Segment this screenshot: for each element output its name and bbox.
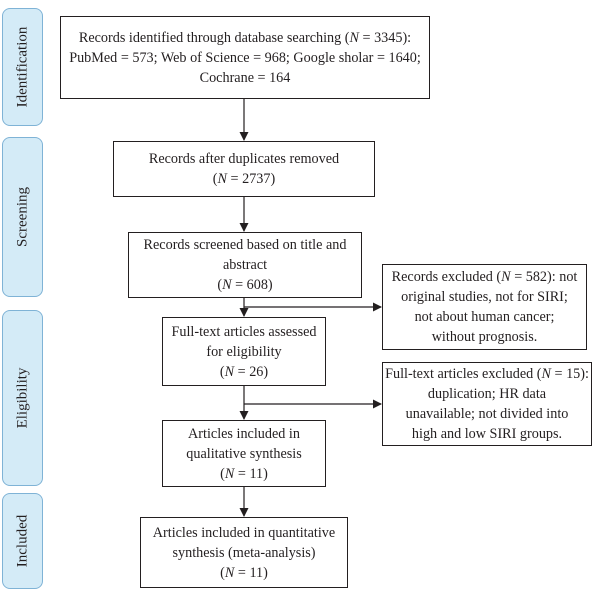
fulltext-assessed-n-open: ( [219, 363, 225, 380]
records-identified-n-symbol: N [349, 29, 359, 46]
records-identified-line3: Cochrane = 164 [199, 69, 291, 86]
phase-eligibility: Eligibility [2, 310, 43, 486]
records-identified-line1-head: Records identified through database sear… [78, 29, 350, 46]
records-excluded-box: Records excluded (N = 582): not original… [382, 264, 587, 350]
fulltext-assessed-n-symbol: N [224, 363, 235, 380]
duplicates-removed-n-symbol: N [217, 171, 227, 187]
records-excluded-line4: without prognosis. [431, 329, 538, 345]
fulltext-excluded-line4: high and low SIRI groups. [411, 426, 563, 442]
fulltext-assessed-line2: for eligibility [206, 343, 282, 360]
phase-included: Included [2, 493, 43, 589]
records-screened-n-value: = 608) [231, 277, 273, 293]
phase-screening: Screening [2, 137, 43, 297]
duplicates-removed-box: Records after duplicates removed (N = 27… [113, 141, 375, 197]
quantitative-n-value: = 11) [234, 564, 268, 581]
records-excluded-line3: not about human cancer; [414, 309, 555, 325]
records-screened-line2: abstract [222, 257, 268, 273]
records-excluded-count: = 582): not [510, 269, 578, 285]
quantitative-line2: synthesis (meta-analysis) [172, 544, 316, 561]
records-excluded-line1: Records excluded (N = 582): not [392, 267, 578, 287]
duplicates-removed-n-value: = 2737) [227, 171, 276, 187]
records-screened-count: (N = 608) [217, 275, 272, 295]
records-identified-line1: Records identified through database sear… [79, 28, 411, 48]
records-screened-n-symbol: N [222, 277, 232, 293]
fulltext-assessed-n-value: = 26) [234, 363, 269, 380]
records-identified-box: Records identified through database sear… [60, 16, 430, 99]
records-excluded-head: Records excluded ( [391, 269, 502, 285]
records-identified-count: = 3345): [358, 29, 412, 46]
records-screened-box: Records screened based on title and abst… [128, 232, 362, 298]
fulltext-excluded-line2: duplication; HR data [427, 386, 547, 402]
records-screened-n-open: ( [217, 277, 223, 293]
fulltext-excluded-head: Full-text articles excluded ( [385, 366, 542, 382]
records-excluded-line2: original studies, not for SIRI; [401, 289, 568, 305]
qualitative-line1: Articles included in [188, 425, 300, 442]
duplicates-removed-count: (N = 2737) [213, 169, 275, 189]
phase-identification: Identification [2, 8, 43, 126]
records-excluded-n-symbol: N [501, 269, 511, 285]
duplicates-removed-n-open: ( [212, 171, 218, 187]
records-screened-line1: Records screened based on title and [143, 237, 347, 253]
fulltext-excluded-line1: Full-text articles excluded (N = 15): [385, 364, 589, 384]
fulltext-assessed-box: Full-text articles assessed for eligibil… [162, 317, 326, 386]
fulltext-excluded-n-symbol: N [541, 366, 551, 382]
quantitative-n-symbol: N [224, 564, 235, 581]
fulltext-excluded-box: Full-text articles excluded (N = 15): du… [382, 362, 592, 446]
duplicates-removed-label: Records after duplicates removed [148, 151, 340, 167]
records-identified-line2: PubMed = 573; Web of Science = 968; Goog… [69, 49, 421, 66]
qualitative-line2: qualitative synthesis [186, 445, 302, 462]
quantitative-line1: Articles included in quantitative [152, 524, 336, 541]
qualitative-n-value: = 11) [234, 465, 268, 482]
qualitative-n-symbol: N [224, 465, 235, 482]
qualitative-n-open: ( [220, 465, 225, 482]
qualitative-synthesis-box: Articles included in qualitative synthes… [162, 420, 326, 487]
qualitative-count: (N = 11) [220, 464, 268, 484]
fulltext-excluded-count: = 15): [550, 366, 589, 382]
fulltext-assessed-count: (N = 26) [220, 362, 268, 382]
quantitative-count: (N = 11) [220, 563, 268, 583]
fulltext-excluded-line3: unavailable; not divided into [405, 406, 569, 422]
fulltext-assessed-line1: Full-text articles assessed [171, 323, 317, 340]
quantitative-synthesis-box: Articles included in quantitative synthe… [140, 517, 348, 588]
quantitative-n-open: ( [220, 564, 225, 581]
